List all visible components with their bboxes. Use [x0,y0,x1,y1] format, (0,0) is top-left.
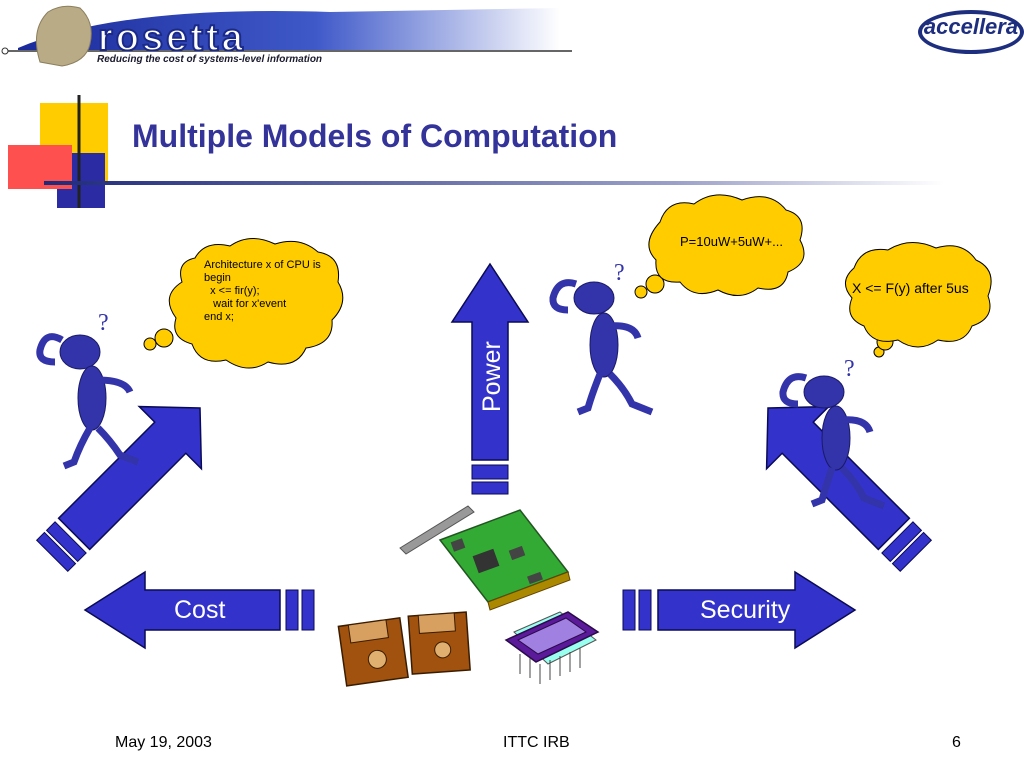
rosetta-logo: rosetta [97,16,246,60]
power-arrow [450,262,530,495]
function-arrow [35,405,203,573]
timing-thought-bubble [845,242,992,358]
cost-arrow [83,570,315,650]
security-arrow [622,570,857,650]
architecture-thought-bubble [143,238,344,369]
rosetta-stone-icon [35,5,92,67]
header-banner [18,8,560,50]
page-number: 6 [952,734,961,751]
timing-arrow [765,405,933,573]
power-thought-bubble [634,194,805,299]
thinking-figure-left [36,333,140,470]
power-label: Power [478,341,506,412]
diagram: ? ? ? [35,194,992,687]
floppy-disk-icon-1 [337,616,409,687]
tagline: Reducing the cost of systems-level infor… [97,54,323,65]
question-mark-right: ? [844,356,855,382]
thinking-figure-right [779,373,886,510]
thinking-figure-center [549,279,654,416]
security-label: Security [700,596,791,624]
power-equation-text: P=10uW+5uW+... [680,234,783,249]
circuit-board-icon [399,505,571,611]
question-mark-left: ? [98,310,109,336]
footer-center: ITTC IRB [503,734,570,751]
title-underline [44,181,944,185]
cost-label: Cost [174,596,226,624]
timing-equation-text: X <= F(y) after 5us [852,280,969,296]
question-mark-center: ? [614,260,625,286]
microchip-icon [504,611,600,684]
architecture-code-text: Architecture x of CPU is begin x <= fir(… [204,259,321,323]
accellera-logo: accellera [918,10,1024,54]
slide-title: Multiple Models of Computation [132,118,618,154]
footer-date: May 19, 2003 [115,734,212,751]
floppy-disk-icon-2 [407,611,471,675]
header-graphics [1,5,944,208]
